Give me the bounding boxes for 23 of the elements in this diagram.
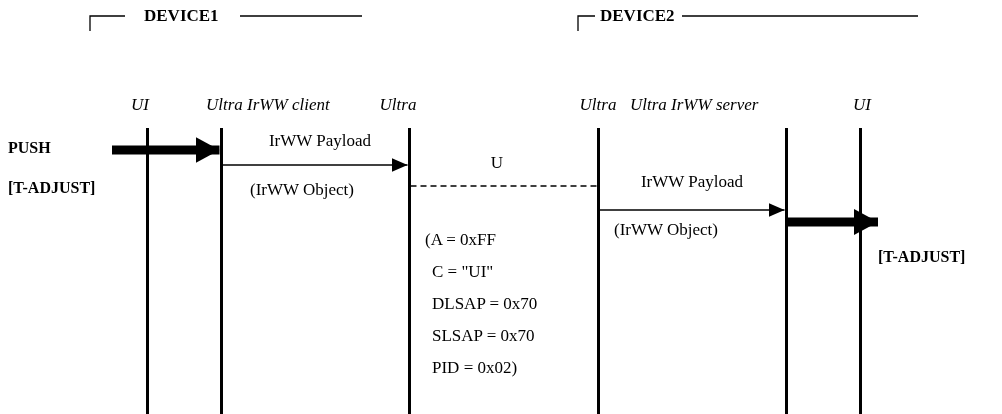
arrow: [221, 158, 409, 172]
message-note: (IrWW Object): [614, 220, 718, 240]
parameter-text: PID = 0x02): [432, 358, 518, 378]
signal-label: [T-ADJUST]: [878, 247, 967, 267]
lifeline-label: Ultra IrWW server: [630, 94, 760, 116]
parameter-text: C = "UI": [432, 262, 494, 282]
lifeline-label: UI: [852, 94, 873, 116]
edge-label: U: [490, 153, 504, 173]
lifeline-label: Ultra: [378, 94, 418, 116]
signal-label: PUSH [T-ADJUST]: [8, 138, 97, 198]
dashed-connector: [409, 185, 598, 187]
lifeline-label: Ultra IrWW client: [206, 94, 330, 116]
parameter-text: SLSAP = 0x70: [432, 326, 535, 346]
arrow: [112, 137, 220, 163]
parameter-text: DLSAP = 0x70: [432, 294, 538, 314]
edge-label: IrWW Payload: [640, 172, 744, 192]
edge-label: IrWW Payload: [268, 131, 372, 151]
lifeline-label: UI: [130, 94, 151, 116]
arrow: [598, 203, 786, 217]
parameter-text: (A = 0xFF: [425, 230, 496, 250]
arrow: [787, 209, 878, 235]
message-note: (IrWW Object): [250, 180, 354, 200]
lifeline-label: Ultra: [578, 94, 618, 116]
